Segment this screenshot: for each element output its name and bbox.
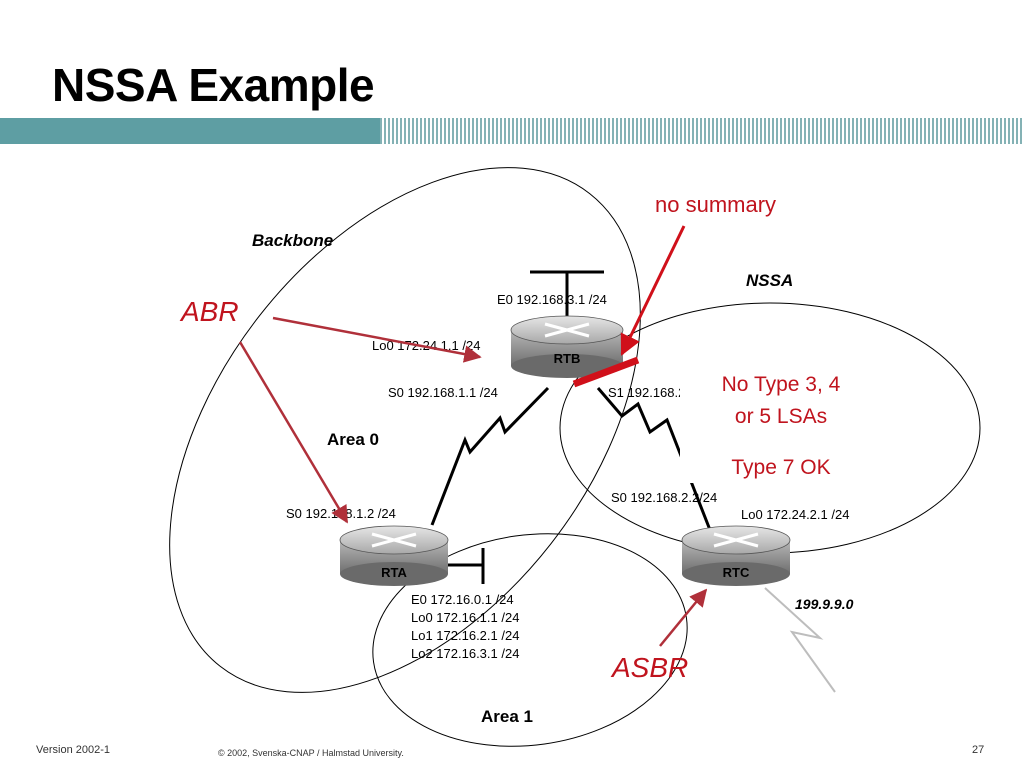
area0-label: Area 0 (327, 430, 379, 449)
asbr-label: ASBR (610, 652, 688, 683)
nssa-label: NSSA (746, 271, 793, 290)
external-link-lightning (764, 587, 836, 693)
rta-lo1-label: Lo1 172.16.2.1 /24 (411, 628, 519, 643)
page-number: 27 (972, 744, 985, 756)
router-rtb (510, 315, 624, 378)
router-rta (339, 525, 449, 586)
router-rta-label: RTA (381, 565, 407, 580)
backbone-area-boundary (169, 167, 641, 693)
no-type-line1: No Type 3, 4 (722, 373, 841, 396)
type7-ok-label: Type 7 OK (731, 456, 830, 479)
router-rtc-label: RTC (723, 565, 750, 580)
slide-title: NSSA Example (52, 59, 375, 111)
abr-to-rta-arrow (238, 341, 349, 524)
nssa-note-box (680, 363, 876, 483)
backbone-label: Backbone (252, 231, 333, 250)
rtb-s0-label: S0 192.168.1.1 /24 (388, 385, 498, 400)
no-summary-label: no summary (655, 192, 776, 217)
no-summary-marker (572, 356, 640, 388)
title-underline-band (0, 118, 1024, 144)
no-summary-arrow (620, 225, 686, 356)
router-arrows-icon (371, 532, 417, 548)
router-arrows-icon (713, 532, 759, 548)
rta-e0-label: E0 172.16.0.1 /24 (411, 592, 514, 607)
rtc-s0-label: S0 192.168.2.2/24 (611, 490, 717, 505)
area1-boundary (372, 533, 688, 747)
rtc-lo0-label: Lo0 172.24.2.1 /24 (741, 507, 849, 522)
serial-link-rta-rtb (430, 386, 550, 526)
rta-lo0-label: Lo0 172.16.1.1 /24 (411, 610, 519, 625)
router-rtb-label: RTB (554, 351, 581, 366)
footer-version: Version 2002-1 (36, 744, 110, 756)
serial-link-rtb-rtc (596, 387, 712, 531)
abr-label: ABR (179, 296, 239, 327)
footer-copyright: © 2002, Svenska-CNAP / Halmstad Universi… (218, 748, 404, 758)
rtb-e0-label: E0 192.168.3.1 /24 (497, 292, 607, 307)
router-rtc (681, 525, 791, 586)
area1-label: Area 1 (481, 707, 533, 726)
abr-to-rtb-arrow (272, 316, 482, 363)
rta-lo2-label: Lo2 172.16.3.1 /24 (411, 646, 519, 661)
asbr-to-rtc-arrow (659, 588, 708, 647)
external-network-label: 199.9.9.0 (795, 596, 854, 612)
no-type-line2: or 5 LSAs (735, 405, 827, 428)
router-arrows-icon (544, 322, 590, 338)
